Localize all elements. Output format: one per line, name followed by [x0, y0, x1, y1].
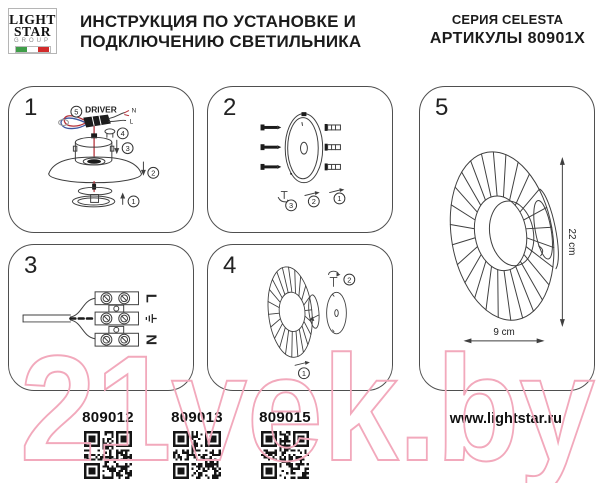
logo-text-group: GROUP	[13, 38, 51, 44]
terminal-n-label: N	[142, 334, 158, 345]
series-name: СЕРИЯ CELESTA	[451, 12, 564, 27]
step-panel-4: 4	[207, 244, 393, 391]
height-dimension-label: 22 cm	[566, 229, 577, 256]
svg-text:4: 4	[121, 129, 125, 138]
svg-text:1: 1	[131, 197, 135, 206]
step-circle-1: 1	[298, 367, 310, 380]
panel-number: 1	[24, 94, 38, 121]
svg-text:3: 3	[126, 144, 130, 153]
article-item: 809012	[80, 409, 136, 479]
exploded-assembly-diagram: DRIVER N L 5 4 3 2 1	[48, 105, 160, 208]
svg-text:2: 2	[347, 275, 351, 284]
step-circle-4: 4	[116, 127, 129, 140]
title-line-2: ПОДКЛЮЧЕНИЮ СВЕТИЛЬНИКА	[80, 32, 362, 51]
lightstar-logo: LIGHT STAR GROUP	[8, 8, 57, 54]
step-panel-5: 5 22 cm	[419, 86, 595, 391]
mounting-ring-diagram: 1 2 3	[260, 112, 346, 212]
article-number: 809012	[82, 409, 134, 426]
series-block: СЕРИЯ CELESTA АРТИКУЛЫ 80901X	[420, 12, 595, 48]
article-item: 809013	[169, 409, 225, 479]
step-circle-3: 3	[285, 199, 298, 212]
step-circle-1: 1	[333, 192, 346, 205]
wire-l-label: L	[130, 118, 134, 125]
italian-flag-icon	[14, 46, 51, 53]
step-circle-2: 2	[343, 273, 356, 286]
dimensions-diagram: 22 cm 9 cm	[449, 151, 577, 344]
logo-text-light: LIGHT	[9, 12, 56, 27]
driver-label: DRIVER	[85, 105, 117, 115]
terminal-block-wiring-diagram: L N	[22, 291, 158, 347]
articles-code: АРТИКУЛЫ 80901X	[429, 30, 586, 47]
panel-number: 5	[435, 94, 449, 121]
ground-symbol-icon	[145, 314, 157, 323]
svg-text:2: 2	[312, 197, 316, 206]
step-circle-5: 5	[70, 105, 83, 118]
width-dimension-label: 9 cm	[493, 327, 514, 338]
qr-code	[261, 431, 309, 479]
panel-number: 3	[24, 252, 38, 279]
svg-text:1: 1	[302, 369, 306, 378]
page-title: ИНСТРУКЦИЯ ПО УСТАНОВКЕ И ПОДКЛЮЧЕНИЮ СВ…	[80, 12, 361, 52]
title-line-1: ИНСТРУКЦИЯ ПО УСТАНОВКЕ И	[80, 12, 356, 31]
qr-code	[84, 431, 132, 479]
step-panel-3: 3	[8, 244, 194, 391]
step-circle-2: 2	[307, 195, 320, 208]
step-panel-1: 1	[8, 86, 194, 233]
svg-text:1: 1	[337, 194, 341, 203]
svg-text:2: 2	[151, 169, 155, 178]
article-number: 809013	[171, 409, 223, 426]
terminal-l-label: L	[142, 294, 158, 303]
wire-n-label: N	[132, 108, 137, 115]
svg-text:3: 3	[289, 201, 293, 210]
step-panel-2: 2	[207, 86, 393, 233]
shade-attachment-diagram: 2 1	[267, 266, 356, 380]
website-url: www.lightstar.ru	[449, 411, 562, 427]
step-circle-2: 2	[147, 166, 160, 179]
step-circle-3: 3	[121, 142, 134, 155]
article-number: 809015	[259, 409, 311, 426]
qr-code	[173, 431, 221, 479]
article-item: 809015	[257, 409, 313, 479]
panel-number: 2	[223, 94, 237, 121]
svg-text:5: 5	[74, 107, 78, 116]
panel-number: 4	[223, 252, 237, 279]
step-circle-1: 1	[127, 195, 140, 208]
logo-text-star: STAR	[13, 23, 51, 39]
